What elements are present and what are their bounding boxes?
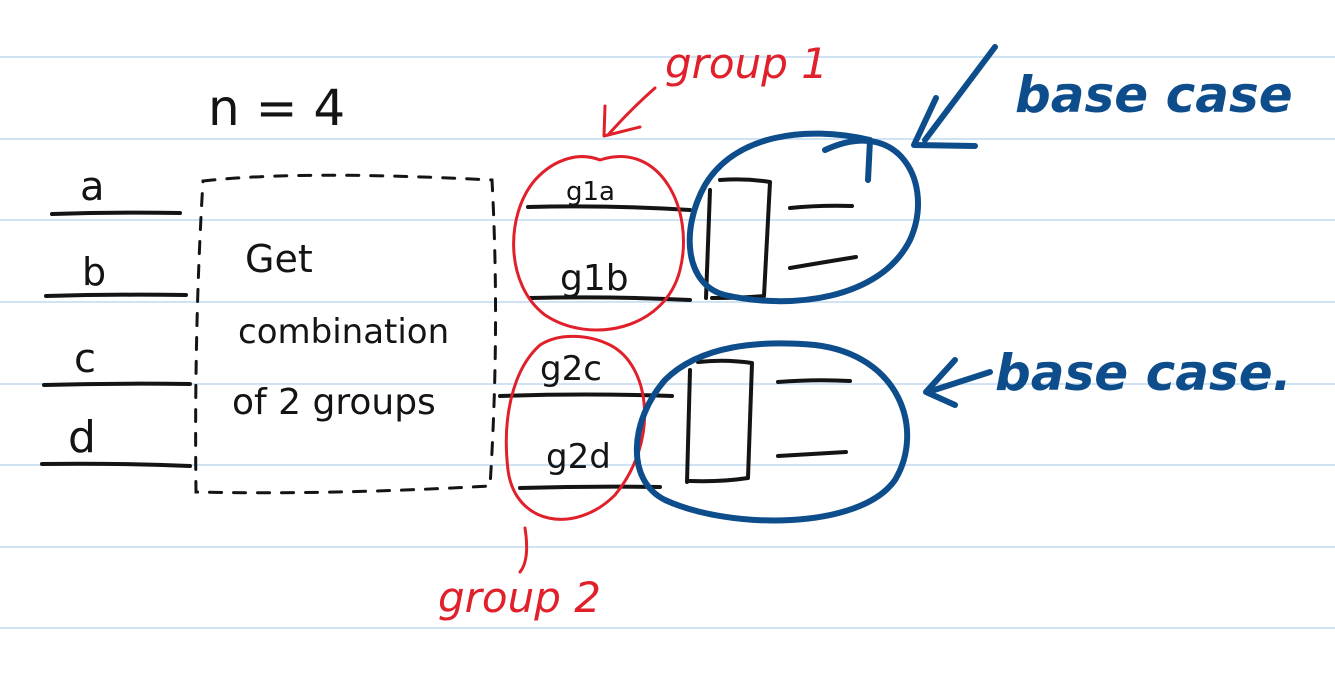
dashed-box-border [194, 173, 498, 495]
base-case-2-arrow-shaft [925, 369, 993, 395]
group-2-result [685, 358, 852, 484]
base-case-1-arrow-head [911, 95, 978, 149]
item-b-underline [44, 292, 188, 298]
group-2-connector [518, 526, 529, 574]
base-case-2-circle [633, 340, 911, 524]
group-1-bracket [704, 177, 772, 300]
item-list: a b c d [40, 164, 192, 468]
process-line-1: Get [245, 237, 313, 281]
group-1-circle [512, 155, 685, 332]
slot-g1b-label: g1b [560, 258, 629, 299]
group-2-label: group 2 [438, 573, 601, 622]
group-2-result-line-1 [776, 378, 852, 384]
base-case-1-arrow-shaft [922, 44, 998, 143]
n-label: n = 4 [208, 79, 345, 137]
group-2-circle [504, 334, 647, 521]
base-case-1-label: base case [1015, 66, 1293, 124]
group-1-result-line-1 [788, 203, 854, 210]
item-c-underline [42, 381, 192, 387]
process-line-3: of 2 groups [232, 382, 436, 423]
group-2-bracket [685, 358, 754, 484]
item-d-underline [40, 461, 192, 468]
slot-g2c-label: g2c [540, 349, 602, 389]
slot-g1a-label: g1a [566, 177, 615, 207]
process-box: Get combination of 2 groups [194, 173, 498, 495]
base-case-2-label: base case. [995, 344, 1292, 402]
item-c-label: c [74, 336, 96, 382]
slot-g2c-line [498, 392, 674, 398]
item-b-label: b [82, 250, 106, 294]
group-1-result-line-2 [788, 255, 858, 270]
group-2-slots: g2c g2d [498, 349, 674, 490]
group-1-slots: g1a g1b [526, 177, 692, 302]
slot-g1a-line [526, 204, 692, 212]
group-1-arrow-shaft [606, 86, 657, 137]
process-line-2: combination [238, 312, 449, 352]
base-case-1-circle [686, 130, 921, 305]
item-a-label: a [80, 164, 105, 210]
slot-g2d-line [518, 484, 662, 490]
item-a-underline [50, 210, 182, 216]
slot-g1b-line [528, 295, 692, 302]
group-1-arrow-head [602, 104, 642, 138]
item-d-label: d [68, 412, 96, 463]
group-1-result [704, 177, 858, 300]
ruled-lines [0, 56, 1335, 629]
group-1-label: group 1 [665, 39, 828, 88]
slot-g2d-label: g2d [546, 437, 611, 477]
group-2-result-line-2 [776, 450, 848, 458]
base-case-2-arrow-head [923, 357, 958, 408]
